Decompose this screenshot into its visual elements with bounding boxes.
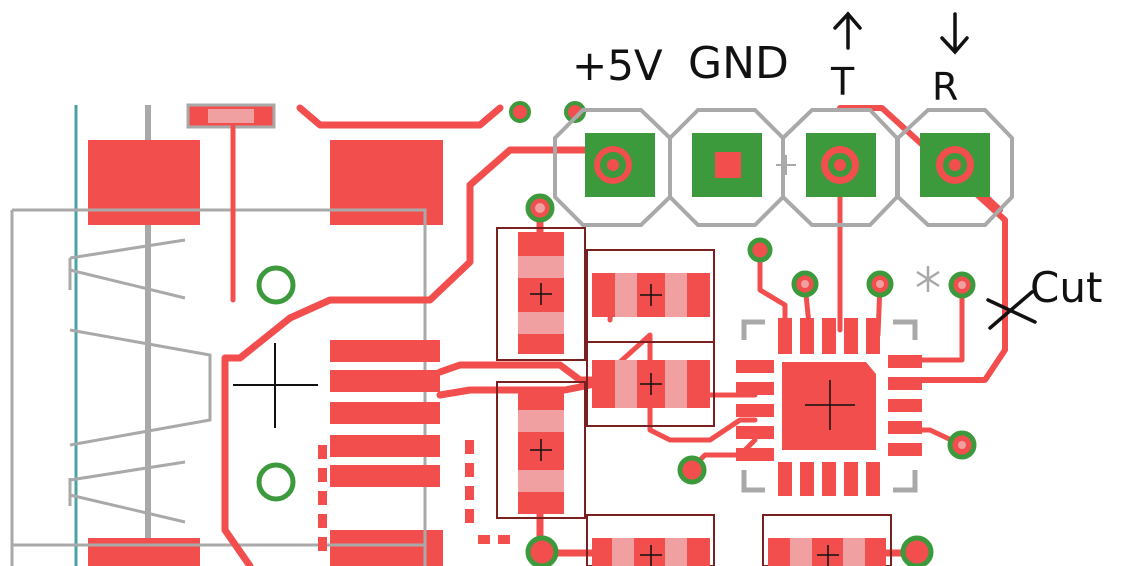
vias (525, 193, 977, 566)
cap-c2 (496, 381, 586, 519)
resistor-r2 (586, 341, 715, 427)
label-tx: T (830, 60, 855, 104)
top-small-pad-mask (208, 109, 254, 123)
label-rx: R (932, 65, 958, 109)
shield-pad-bottom-left (88, 538, 200, 566)
qfn-ic (736, 318, 922, 496)
dotted-traces (318, 440, 510, 551)
rx-arrow-down-icon (940, 12, 969, 55)
cap-c4 (762, 514, 892, 566)
label-cut: Cut (1030, 263, 1102, 312)
connector-center-mark (233, 343, 318, 428)
resistor-r1 (586, 249, 715, 343)
usb-data-pads (330, 340, 440, 487)
header-pin-tx (781, 108, 899, 227)
tx-arrow-up-icon (833, 11, 862, 50)
via-top-1 (509, 101, 531, 123)
label-vcc: +5V (572, 41, 663, 90)
header-center-mark (776, 155, 796, 175)
header-pin-vcc (553, 108, 672, 227)
shield-pad-top-left (88, 140, 200, 225)
cut-mark-icon (986, 290, 1037, 330)
label-gnd: GND (688, 38, 789, 89)
mount-hole-top (256, 265, 296, 305)
mount-hole-bottom (256, 462, 296, 502)
via-centers (535, 203, 966, 449)
header-pin-rx (896, 108, 1014, 227)
asterisk-mark (916, 266, 940, 292)
header-pin-gnd (668, 108, 785, 227)
cap-c1 (496, 227, 586, 361)
cap-c3 (586, 514, 715, 566)
